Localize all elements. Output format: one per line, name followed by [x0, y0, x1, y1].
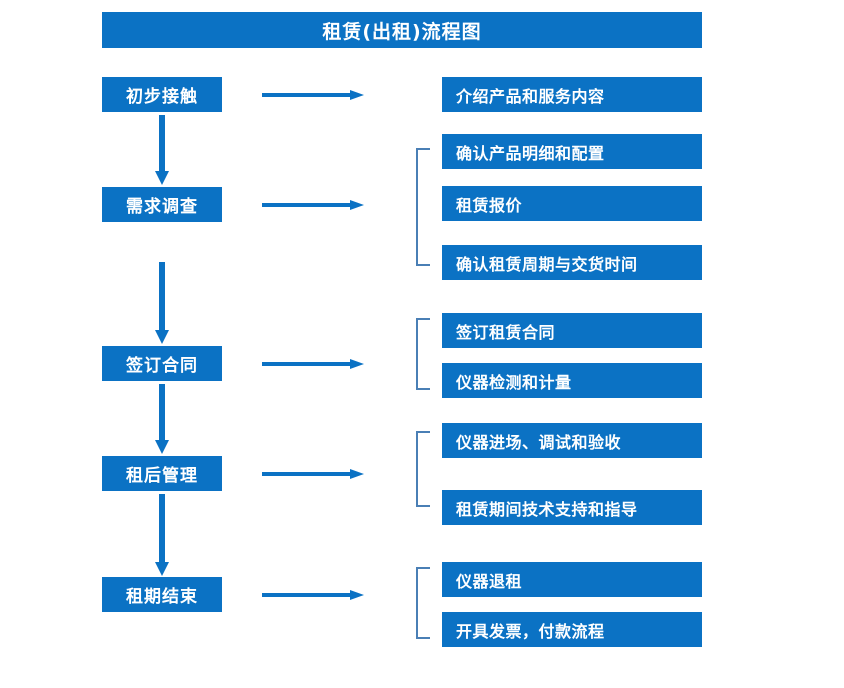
detail-box-1-1[interactable]: 介绍产品和服务内容 — [442, 77, 702, 112]
group-bracket-4 — [416, 431, 430, 507]
group-bracket-5 — [416, 567, 430, 639]
group-bracket-3 — [416, 318, 430, 390]
detail-box-2-1[interactable]: 确认产品明细和配置 — [442, 134, 702, 169]
right-arrow-icon-3 — [262, 359, 364, 369]
detail-box-4-1[interactable]: 仪器进场、调试和验收 — [442, 423, 702, 458]
stage-box-3[interactable]: 签订合同 — [102, 346, 222, 381]
down-arrow-icon-3 — [155, 384, 169, 454]
stage-box-1[interactable]: 初步接触 — [102, 77, 222, 112]
page-title: 租赁(出租)流程图 — [102, 12, 702, 48]
down-arrow-icon-2 — [155, 262, 169, 344]
group-bracket-2 — [416, 148, 430, 266]
detail-box-5-2[interactable]: 开具发票，付款流程 — [442, 612, 702, 647]
down-arrow-icon-4 — [155, 494, 169, 576]
stage-box-2[interactable]: 需求调查 — [102, 187, 222, 222]
detail-box-3-1[interactable]: 签订租赁合同 — [442, 313, 702, 348]
right-arrow-icon-5 — [262, 590, 364, 600]
right-arrow-icon-2 — [262, 200, 364, 210]
right-arrow-icon-1 — [262, 90, 364, 100]
down-arrow-icon-1 — [155, 115, 169, 185]
stage-box-4[interactable]: 租后管理 — [102, 456, 222, 491]
detail-box-5-1[interactable]: 仪器退租 — [442, 562, 702, 597]
detail-box-2-3[interactable]: 确认租赁周期与交货时间 — [442, 245, 702, 280]
right-arrow-icon-4 — [262, 469, 364, 479]
detail-box-3-2[interactable]: 仪器检测和计量 — [442, 363, 702, 398]
detail-box-2-2[interactable]: 租赁报价 — [442, 186, 702, 221]
stage-box-5[interactable]: 租期结束 — [102, 577, 222, 612]
detail-box-4-2[interactable]: 租赁期间技术支持和指导 — [442, 490, 702, 525]
